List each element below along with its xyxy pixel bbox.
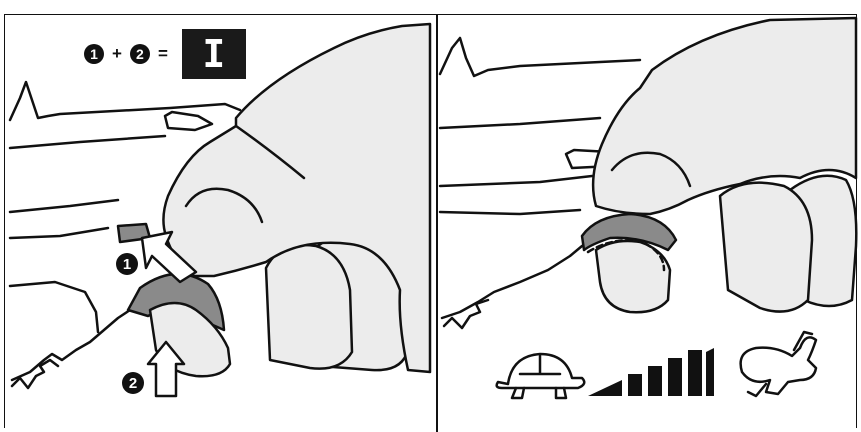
tool-contour-r3 (440, 210, 580, 214)
callout-step2: 2 (122, 372, 144, 394)
formula-step1-badge: 1 (84, 44, 104, 64)
tool-contour-4 (10, 282, 98, 332)
right-panel (440, 18, 856, 398)
chain-edge (12, 310, 130, 380)
callout-step1: 1 (116, 253, 138, 275)
formula-equals: = (156, 44, 170, 64)
tool-contour-3 (10, 228, 108, 238)
tool-contour-r1 (440, 118, 600, 128)
finger-back-2 (266, 245, 352, 369)
formula-plus: + (110, 44, 124, 64)
chain-edge-r (442, 246, 582, 318)
chain-teeth (12, 360, 58, 388)
left-panel (10, 24, 430, 396)
mode-formula: 1 + 2 = I (84, 30, 246, 78)
tool-contour-1 (10, 136, 165, 148)
tool-top-edge-r (440, 38, 640, 76)
mode-symbol-box: I (182, 29, 246, 79)
tool-slot (165, 112, 212, 130)
speed-bars-icon (588, 348, 714, 396)
formula-step2-badge: 2 (130, 44, 150, 64)
rabbit-icon (741, 332, 816, 396)
tool-top-edge (10, 82, 240, 120)
tool-contour-r2 (440, 176, 592, 186)
tool-contour-2 (10, 200, 118, 212)
finger-pressing-r (596, 241, 670, 312)
turtle-icon (497, 354, 585, 398)
finger-back-r2 (720, 183, 812, 312)
